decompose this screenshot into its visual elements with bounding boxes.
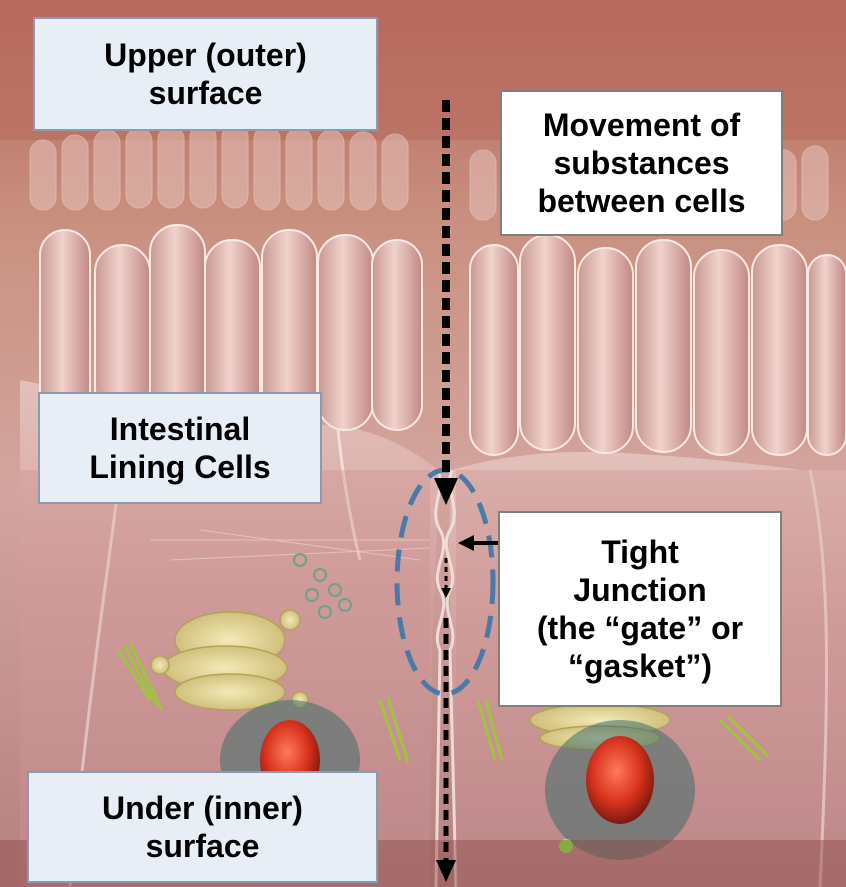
movement-line-1: Movement of (537, 106, 745, 144)
tight-junction-label: Tight Junction (the “gate” or “gasket”) (498, 511, 782, 707)
tight-junction-line-4: “gasket”) (537, 647, 743, 685)
upper-surface-label: Upper (outer) surface (33, 17, 378, 131)
intestinal-lining-line-2: Lining Cells (89, 448, 270, 486)
under-surface-line-1: Under (inner) (102, 789, 303, 827)
tight-junction-line-3: (the “gate” or (537, 609, 743, 647)
movement-line-2: substances (537, 144, 745, 182)
movement-label: Movement of substances between cells (500, 90, 783, 236)
upper-surface-line-1: Upper (outer) (104, 36, 307, 74)
under-surface-line-2: surface (102, 827, 303, 865)
upper-surface-line-2: surface (104, 74, 307, 112)
tight-junction-line-1: Tight (537, 533, 743, 571)
tight-junction-line-2: Junction (537, 571, 743, 609)
intestinal-lining-line-1: Intestinal (89, 410, 270, 448)
movement-line-3: between cells (537, 182, 745, 220)
intestinal-lining-label: Intestinal Lining Cells (38, 392, 322, 504)
under-surface-label: Under (inner) surface (27, 771, 378, 883)
